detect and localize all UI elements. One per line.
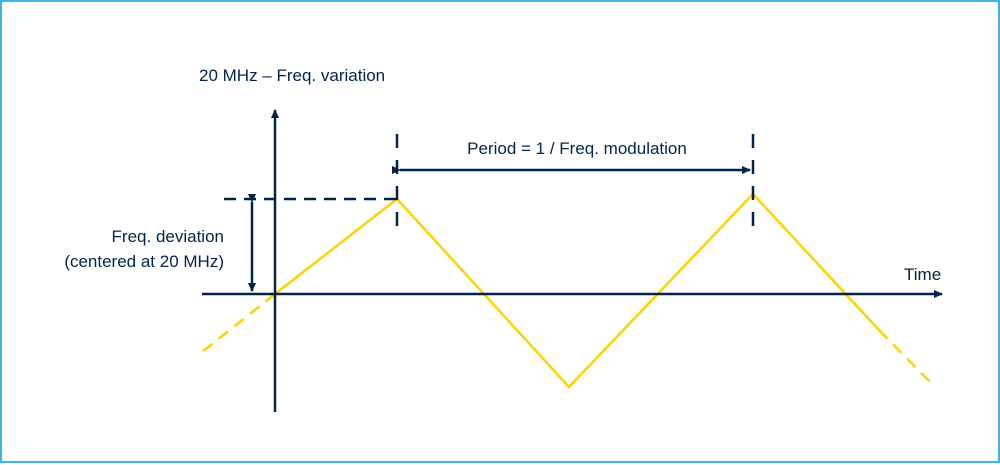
x-axis-label: Time	[904, 265, 941, 284]
deviation-label-line2: (centered at 20 MHz)	[64, 252, 224, 271]
triangle-wave	[274, 192, 880, 389]
deviation-label-line1: Freq. deviation	[112, 227, 224, 246]
y-axis-label: 20 MHz – Freq. variation	[199, 66, 385, 85]
wave-dashed-start	[201, 293, 276, 353]
period-label: Period = 1 / Freq. modulation	[467, 139, 687, 158]
wave-dashed-end	[878, 329, 933, 385]
